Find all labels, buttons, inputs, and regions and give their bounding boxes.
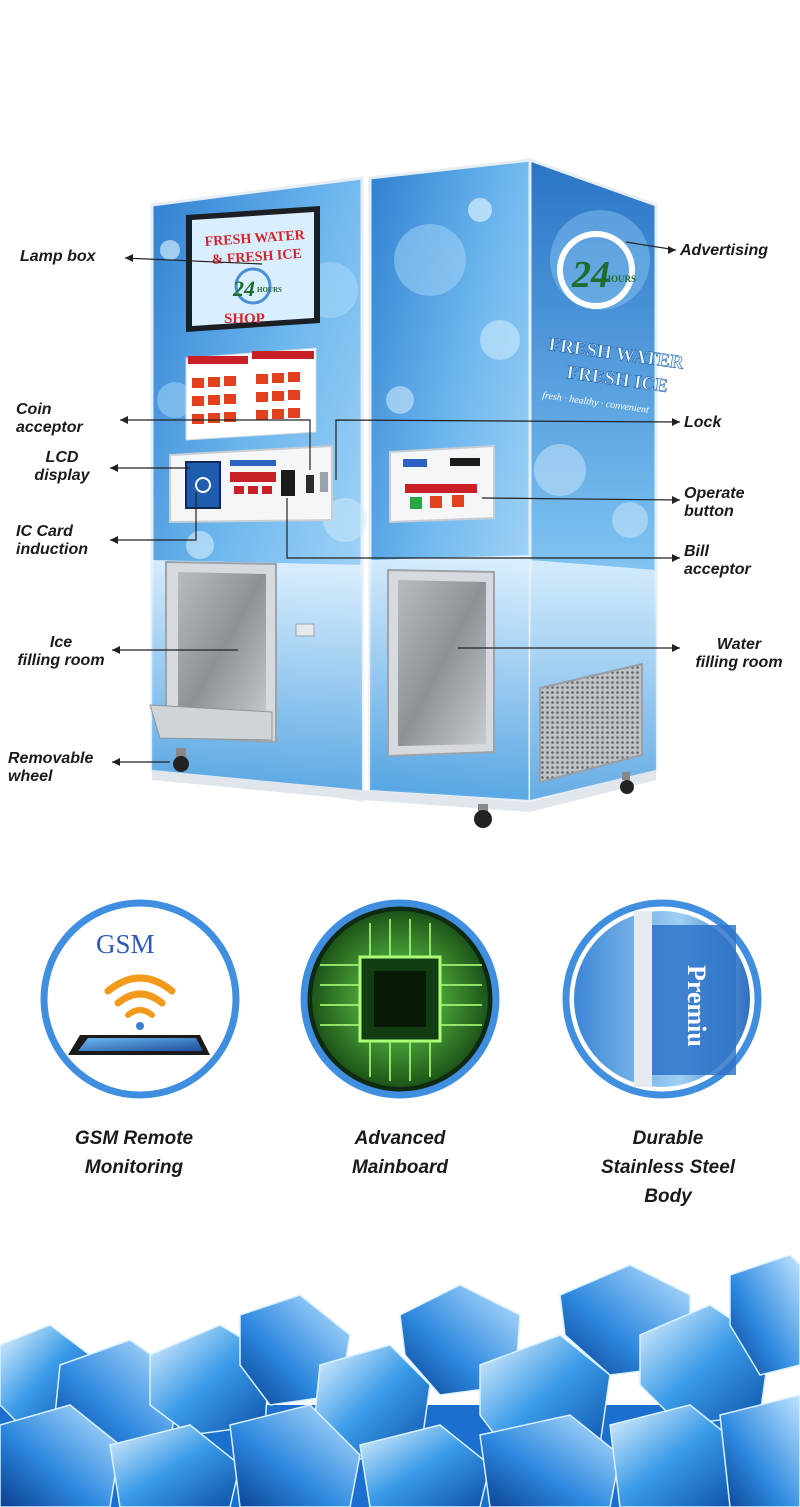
lcd-display [185,461,221,509]
callout-water-line-2: filling room [695,654,783,671]
feature-steel-caption: Durable Stainless Steel Body [548,1124,788,1211]
ice-cubes-banner [0,1255,800,1507]
callout-lock: Lock [684,414,722,431]
lock-icon [320,472,328,492]
callout-lcd-line-2: display [34,467,90,484]
left-control-panel [169,444,333,524]
gsm-icon-text: GSM [96,929,155,959]
callout-operate-button: Operate button [684,485,744,521]
stainless-steel-feature-icon: Premiu [562,899,762,1099]
callout-operate-line-1: Operate [684,485,745,502]
lamp-box-badge-hours: HOURS [257,286,282,294]
bill-acceptor-slot [281,470,295,496]
water-filling-room [387,568,495,758]
side-badge-hours: HOURS [604,274,636,284]
callout-water-room: Water filling room [684,636,794,672]
feature-gsm-line-2: Monitoring [84,1157,184,1178]
lamp-box-shop: SHOP [224,311,265,327]
callout-lines [110,241,681,763]
callout-ice-room: Ice filling room [8,634,114,670]
callout-ice-line-1: Ice [49,634,73,651]
mainboard-feature-icon [300,899,500,1099]
callout-bill-acceptor: Bill acceptor [684,543,751,579]
coin-slot [306,475,314,493]
callout-ice-line-2: filling room [17,652,105,669]
removable-wheels [173,748,634,828]
callout-coin-acceptor: Coin acceptor [16,401,83,437]
callout-lcd-line-1: LCD [45,449,79,466]
callout-operate-line-2: button [684,503,734,520]
callout-wheel-line-2: wheel [8,768,53,785]
lamp-box-badge: 24 [232,276,255,301]
callout-bill-line-1: Bill [684,543,709,560]
ic-card-icon [195,477,211,493]
callout-lamp-box: Lamp box [20,248,96,265]
lamp-box: FRESH WATER & FRESH ICE 24 HOURS SHOP [186,206,320,332]
feature-steel-line-3: Body [644,1186,692,1207]
lamp-box-title-1: FRESH WATER [204,228,306,250]
callout-ic-card: IC Card induction [16,523,88,559]
feature-steel-line-1: Durable [632,1128,704,1149]
callout-coin-line-2: acceptor [16,419,83,436]
callout-ic-line-1: IC Card [16,523,73,540]
side-badge-number: 24 [571,254,610,296]
callout-removable-wheel: Removable wheel [8,750,93,786]
side-advertising-panel: 24 HOURS FRESH WATER FRESH ICE fresh · h… [528,157,686,802]
feature-mainboard-caption: Advanced Mainboard [280,1124,520,1182]
feature-gsm-caption: GSM Remote Monitoring [14,1124,254,1182]
feature-steel-line-2: Stainless Steel [600,1157,736,1178]
feature-icons: GSM Premiu [40,899,762,1099]
callout-lcd-display: LCD display [28,449,96,485]
callout-bill-line-2: acceptor [684,561,751,578]
callout-arrowheads [110,246,680,766]
callout-ic-line-2: induction [16,541,88,558]
feature-mainboard-line-1: Advanced [354,1128,446,1149]
operation-flow-panel [185,347,317,441]
callout-coin-line-1: Coin [16,401,52,418]
feature-gsm-line-1: GSM Remote [74,1128,194,1149]
feature-mainboard-line-2: Mainboard [351,1157,449,1178]
steel-icon-text: Premiu [682,965,711,1047]
right-control-panel [389,444,495,524]
callout-advertising: Advertising [680,242,769,259]
gsm-feature-icon: GSM [40,899,240,1099]
ice-water-vending-machine: 24 HOURS FRESH WATER FRESH ICE fresh · h… [110,157,686,828]
callout-water-line-1: Water [716,636,762,653]
ventilation-grille [539,662,643,784]
callout-wheel-line-1: Removable [8,750,94,767]
